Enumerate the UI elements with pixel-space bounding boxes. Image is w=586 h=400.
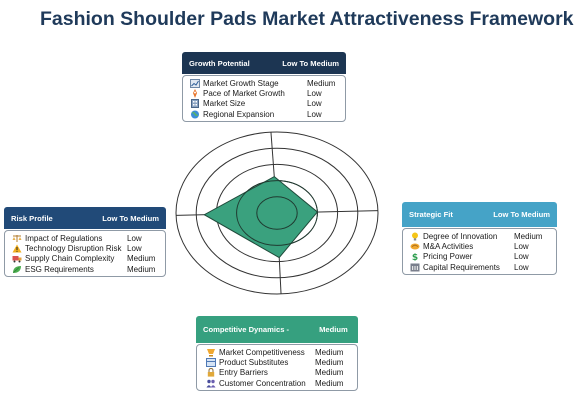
list-item: ESG Requirements Medium <box>11 264 159 274</box>
people-icon <box>205 379 216 388</box>
list-item-value: Medium <box>514 231 543 241</box>
risk-profile-panel: Risk Profile Low To Medium Impact of Reg… <box>4 207 166 278</box>
list-item-value: Medium <box>315 347 344 357</box>
list-item: Supply Chain Complexity Medium <box>11 254 159 264</box>
list-item-value: Low <box>514 241 529 251</box>
strategic-fit-panel: Strategic Fit Low To Medium Degree of In… <box>402 202 557 276</box>
competitive-dynamics-title: Competitive Dynamics - <box>203 325 290 334</box>
list-item-label: Supply Chain Complexity <box>25 254 115 264</box>
list-item-value: Medium <box>315 368 344 378</box>
list-item-label: Market Size <box>203 99 246 109</box>
list-item: Customer Concentration Medium <box>205 378 351 388</box>
list-item: Entry Barriers Medium <box>205 368 351 378</box>
globe-icon <box>189 110 200 119</box>
list-item: $ Pricing Power Low <box>409 252 550 262</box>
risk-profile-title: Risk Profile <box>11 213 53 223</box>
lightbulb-icon <box>409 232 420 241</box>
list-item-value: Medium <box>127 254 156 264</box>
competitive-dynamics-panel: Competitive Dynamics - Medium Market Com… <box>196 316 358 392</box>
radar-ring-overlay <box>256 196 298 230</box>
risk-profile-list: Impact of Regulations Low Technology Dis… <box>4 230 166 278</box>
list-item: Pace of Market Growth Low <box>189 88 339 98</box>
list-item-value: Medium <box>307 78 336 88</box>
list-item-label: Technology Disruption Risk <box>25 243 122 253</box>
risk-profile-rating: Low To Medium <box>102 213 159 223</box>
scales-icon <box>11 234 22 243</box>
radar-ring-overlay <box>236 180 318 246</box>
strategic-fit-rating: Low To Medium <box>493 210 550 219</box>
list-item-label: Impact of Regulations <box>25 233 103 243</box>
list-item-value: Low <box>127 233 142 243</box>
list-item: Capital Requirements Low <box>409 262 550 272</box>
growth-potential-header: Growth Potential Low To Medium <box>182 52 346 74</box>
chart-icon <box>189 78 200 88</box>
dollar-icon: $ <box>409 252 420 261</box>
growth-potential-panel: Growth Potential Low To Medium Market Gr… <box>182 52 346 123</box>
list-item-value: Low <box>307 88 322 98</box>
list-item-label: ESG Requirements <box>25 264 94 274</box>
list-item-label: Customer Concentration <box>219 378 306 388</box>
list-item: Market Competitiveness Medium <box>205 347 351 357</box>
list-item-label: Pace of Market Growth <box>203 88 285 98</box>
list-item: Impact of Regulations Low <box>11 233 159 243</box>
list-item: Degree of Innovation Medium <box>409 231 550 241</box>
list-item-value: Low <box>127 243 142 253</box>
list-item-value: Medium <box>127 264 156 274</box>
box-icon <box>205 357 216 367</box>
list-item: Product Substitutes Medium <box>205 357 351 367</box>
list-item-value: Low <box>514 252 529 262</box>
warning-icon <box>11 244 22 253</box>
leaf-icon <box>11 265 22 274</box>
rocket-icon <box>189 88 200 98</box>
list-item-label: Market Competitiveness <box>219 347 305 357</box>
list-item: Market Growth Stage Medium <box>189 78 339 88</box>
svg-text:$: $ <box>411 253 417 261</box>
list-item-label: Capital Requirements <box>423 262 500 272</box>
strategic-fit-header: Strategic Fit Low To Medium <box>402 202 557 227</box>
list-item-label: Product Substitutes <box>219 357 289 367</box>
radar-inner-rings <box>236 180 318 246</box>
risk-profile-header: Risk Profile Low To Medium <box>4 207 166 229</box>
list-item-label: Pricing Power <box>423 252 473 262</box>
list-item-value: Low <box>307 109 322 119</box>
handshake-icon <box>409 242 420 251</box>
list-item-value: Low <box>514 262 529 272</box>
page-title: Fashion Shoulder Pads Market Attractiven… <box>40 8 574 30</box>
bank-icon <box>409 263 420 272</box>
building-icon <box>189 99 200 109</box>
growth-potential-title: Growth Potential <box>189 58 250 68</box>
list-item-label: Regional Expansion <box>203 109 275 119</box>
strategic-fit-list: Degree of Innovation Medium M&A Activiti… <box>402 228 557 276</box>
list-item: M&A Activities Low <box>409 241 550 251</box>
competitive-dynamics-list: Market Competitiveness Medium Product Su… <box>196 344 358 392</box>
list-item-value: Medium <box>315 357 344 367</box>
list-item-label: Entry Barriers <box>219 368 268 378</box>
list-item-label: M&A Activities <box>423 241 474 251</box>
list-item-label: Degree of Innovation <box>423 231 498 241</box>
strategic-fit-title: Strategic Fit <box>409 210 453 219</box>
list-item: Regional Expansion Low <box>189 109 339 119</box>
list-item-value: Low <box>307 99 322 109</box>
list-item-value: Medium <box>315 378 344 388</box>
lock-icon <box>205 368 216 377</box>
truck-icon <box>11 254 22 263</box>
competitive-dynamics-header: Competitive Dynamics - Medium <box>196 316 358 343</box>
list-item-label: Market Growth Stage <box>203 78 279 88</box>
growth-potential-list: Market Growth Stage Medium Pace of Marke… <box>182 75 346 123</box>
list-item: Market Size Low <box>189 99 339 109</box>
competitive-dynamics-rating: Medium <box>319 325 348 334</box>
list-item: Technology Disruption Risk Low <box>11 243 159 253</box>
radar-value-polygon <box>203 175 319 259</box>
trophy-icon <box>205 348 216 357</box>
growth-potential-rating: Low To Medium <box>282 58 339 68</box>
